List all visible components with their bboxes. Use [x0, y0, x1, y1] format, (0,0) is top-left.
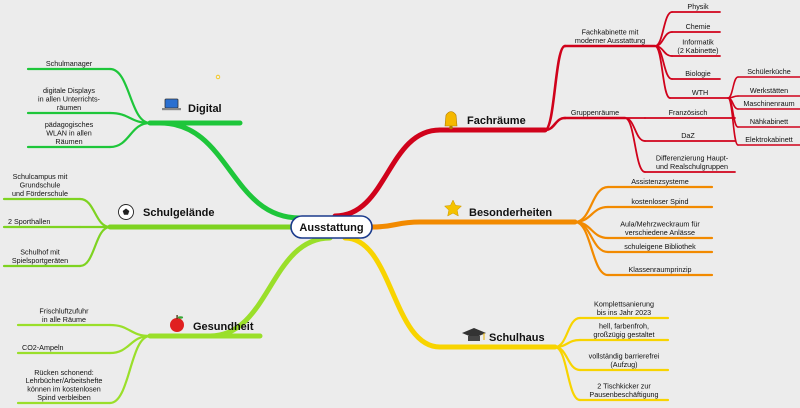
leaf-line-gruppenraum	[624, 117, 646, 173]
leaf-line-wth-item	[727, 97, 739, 146]
leaf-gruppenraum: DaZ	[681, 131, 695, 140]
branch-title-digital: Digital	[188, 103, 222, 115]
leaf-digital: Schulmanager	[46, 59, 93, 68]
branch-title-fachraeume: Fachräume	[467, 115, 526, 127]
leaf-gesundheit: CO2-Ampeln	[22, 343, 64, 352]
leaf-line-digital	[108, 111, 152, 125]
sub-line-fachkabinette	[543, 44, 567, 132]
leaf-gruppenraum: Französisch	[669, 108, 708, 117]
leaf-line-digital	[108, 67, 152, 125]
soccer-ball-icon	[118, 204, 134, 220]
leaf-fachkabinett: Informatik(2 Kabinette)	[677, 38, 718, 55]
graduation-cap-icon	[462, 328, 486, 341]
center-node[interactable]: Ausstattung	[290, 215, 373, 239]
leaf-line-digital	[108, 121, 152, 149]
branch-title-gesundheit: Gesundheit	[193, 321, 254, 333]
branch-line-fachraeume	[332, 127, 443, 219]
leaf-wth-item: Werkstätten	[750, 86, 788, 95]
leaf-besonderheit: Klassenraumprinzip	[628, 265, 691, 274]
sub-line-gruppenraeume	[543, 116, 567, 132]
center-label: Ausstattung	[299, 222, 363, 234]
connector-lines	[2, 11, 800, 405]
leaf-line-schulhaus	[553, 345, 582, 402]
leaf-wth-item: Elektrokabinett	[745, 135, 793, 144]
leaf-wth-item: Nähkabinett	[750, 117, 788, 126]
branch-line-schulhaus	[342, 235, 443, 350]
leaf-fachkabinett: Chemie	[686, 22, 711, 31]
branch-title-schulhaus: Schulhaus	[489, 332, 545, 344]
star-icon	[443, 199, 463, 217]
sub-label-gruppenraeume: Gruppenräume	[571, 108, 619, 117]
leaf-besonderheit: kostenloser Spind	[631, 197, 688, 206]
leaf-line-besonderheit	[573, 185, 610, 224]
leaf-wth: WTH	[692, 88, 708, 97]
leaf-gruppenraum: Differenzierung Haupt-und Realschulgrupp…	[656, 154, 729, 171]
apple-icon	[170, 315, 184, 332]
leaf-besonderheit: schuleigene Bibliothek	[624, 242, 696, 251]
leaf-line-schulhaus	[553, 338, 582, 349]
leaf-fachkabinett: Biologie	[685, 69, 711, 78]
leaf-wth-item: Schülerküche	[747, 67, 791, 76]
branch-icons	[118, 74, 486, 341]
leaf-line-schulgelaende	[78, 225, 112, 268]
branch-line-gesundheit	[207, 235, 333, 339]
leaf-line-schulgelaende	[78, 197, 112, 229]
leaf-schulgelaende: 2 Sporthallen	[8, 217, 50, 226]
leaf-wth-item: Maschinenraum	[743, 99, 794, 108]
leaf-line-wth-item	[727, 76, 739, 99]
leaf-schulhaus: vollständig barrierefrei(Aufzug)	[589, 352, 660, 369]
leaf-line-gesundheit	[108, 334, 152, 405]
leaf-schulhaus: hell, farbenfroh,großzügig gestaltet	[593, 322, 654, 339]
sparkle-decoration	[215, 74, 221, 80]
branch-line-besonderheiten	[369, 219, 423, 230]
leaf-line-gesundheit	[108, 323, 152, 338]
laptop-icon	[162, 98, 181, 111]
branch-title-besonderheiten: Besonderheiten	[469, 207, 552, 219]
leaf-besonderheit: Assistenzsysteme	[631, 177, 689, 186]
leaf-line-besonderheit	[573, 220, 610, 277]
leaf-fachkabinett: Physik	[687, 2, 709, 11]
bell-icon	[444, 111, 458, 130]
branch-title-schulgelaende: Schulgelände	[143, 207, 215, 219]
branch-line-digital	[157, 120, 303, 221]
leaf-line-wth	[654, 45, 671, 99]
leaf-line-fachkabinett	[654, 11, 673, 47]
